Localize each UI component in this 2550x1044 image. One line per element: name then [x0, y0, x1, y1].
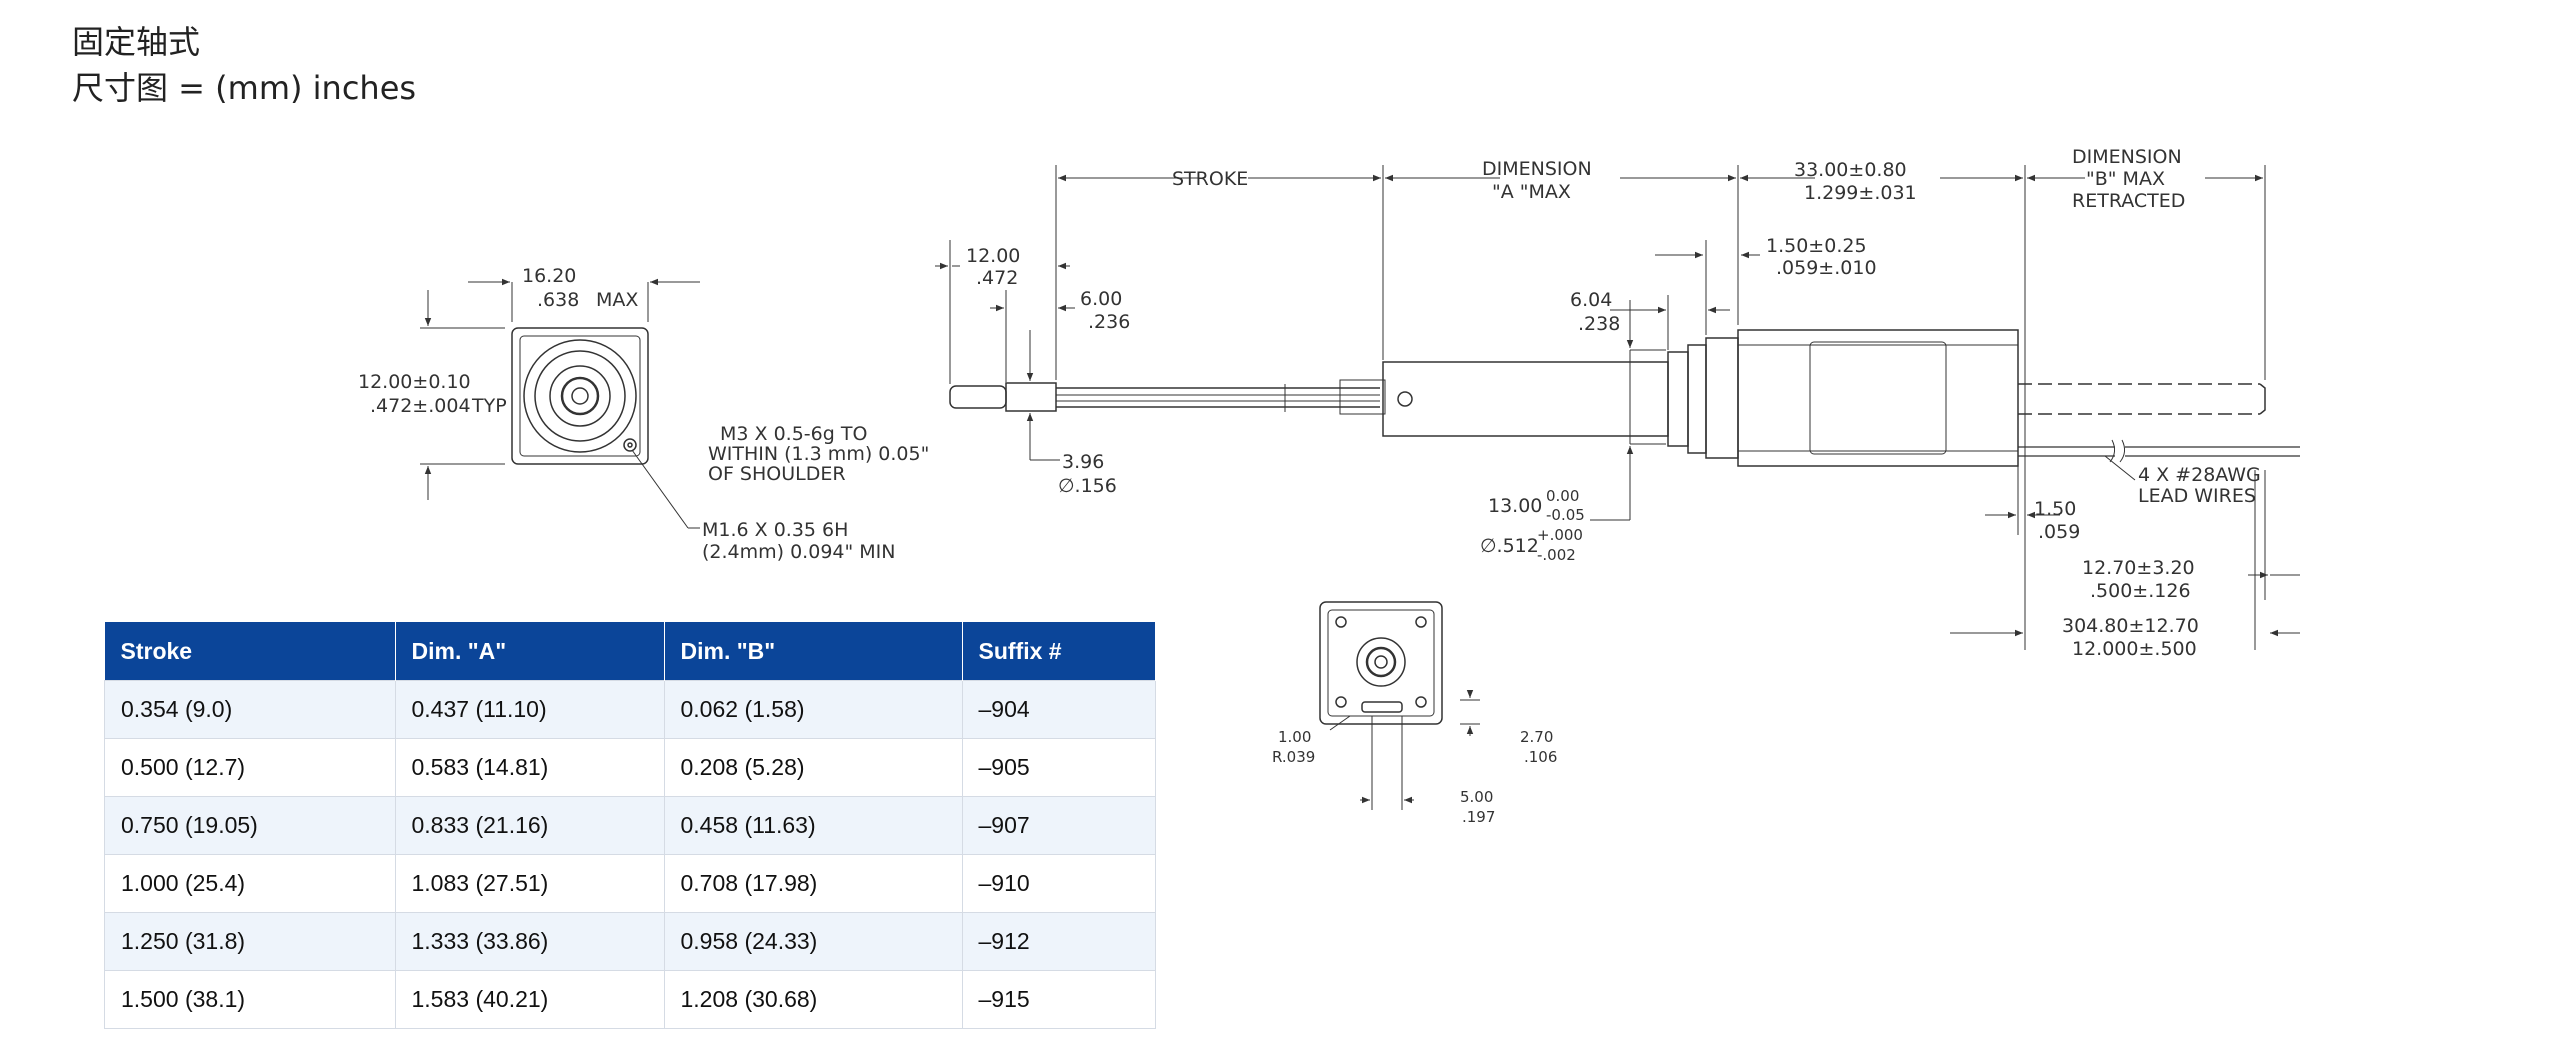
cell-dim-b: 0.708 (17.98)	[663, 854, 963, 913]
stroke-table: Stroke Dim. "A" Dim. "B" Suffix # 0.354 …	[104, 622, 1156, 1029]
cell-dim-a: 0.437 (11.10)	[394, 680, 665, 739]
rear-r-mm: 1.00	[1278, 728, 1311, 746]
dim-13-in-tol-bot: -.002	[1537, 546, 1576, 564]
dim-33-mm: 33.00±0.80	[1794, 159, 1907, 181]
col-suffix: Suffix #	[962, 622, 1156, 681]
cell-stroke: 1.250 (31.8)	[104, 912, 396, 971]
rear-r-in: R.039	[1272, 748, 1315, 766]
table-row: 0.500 (12.7) 0.583 (14.81) 0.208 (5.28) …	[104, 738, 1156, 797]
dim-b-line1: DIMENSION	[2072, 146, 2182, 168]
front-view-labels: 16.20 .638 MAX 12.00±0.10 .472±.004 TYP …	[358, 265, 895, 563]
table-row: 0.354 (9.0) 0.437 (11.10) 0.062 (1.58) –…	[104, 680, 1156, 739]
cell-stroke: 1.500 (38.1)	[104, 970, 396, 1029]
front-height-mm: 12.00±0.10	[358, 371, 471, 393]
dim-1270-in: .500±.126	[2090, 580, 2191, 602]
dim-33-in: 1.299±.031	[1804, 182, 1917, 204]
col-stroke: Stroke	[104, 622, 396, 681]
front-view	[420, 278, 700, 529]
dim-396-mm: 3.96	[1062, 451, 1104, 473]
thread-note-3: OF SHOULDER	[708, 463, 846, 485]
cell-suffix: –907	[961, 796, 1156, 855]
col-dim-a: Dim. "A"	[395, 622, 665, 681]
cell-dim-a: 1.333 (33.86)	[394, 912, 665, 971]
side-view	[949, 329, 2300, 467]
dim-13-in-tol-top: +.000	[1537, 526, 1583, 544]
table-row: 1.000 (25.4) 1.083 (27.51) 0.708 (17.98)…	[104, 854, 1156, 913]
screw-note-1: M1.6 X 0.35 6H	[702, 519, 848, 541]
dim-13-mm: 13.00	[1488, 495, 1542, 517]
dim-6-mm: 6.00	[1080, 288, 1122, 310]
table-row: 1.500 (38.1) 1.583 (40.21) 1.208 (30.68)…	[104, 970, 1156, 1029]
cell-dim-b: 0.958 (24.33)	[663, 912, 963, 971]
cell-suffix: –912	[961, 912, 1156, 971]
dim-a-line2: "A "MAX	[1492, 181, 1571, 203]
title-type: 固定轴式	[72, 23, 201, 61]
cell-stroke: 0.354 (9.0)	[104, 680, 396, 739]
dim-6-in: .236	[1088, 311, 1130, 333]
cell-dim-a: 0.833 (21.16)	[394, 796, 665, 855]
dim-604-in: .238	[1578, 313, 1620, 335]
dim-13-tol-top: 0.00	[1546, 487, 1579, 505]
dim-150b-in: .059	[2038, 521, 2080, 543]
screw-note-2: (2.4mm) 0.094" MIN	[702, 541, 895, 563]
col-dim-b: Dim. "B"	[664, 622, 963, 681]
dim-604-mm: 6.04	[1570, 289, 1612, 311]
dim-1270-mm: 12.70±3.20	[2082, 557, 2195, 579]
rear-500-in: .197	[1462, 808, 1495, 826]
front-width-mm: 16.20	[522, 265, 576, 287]
dim-a-line1: DIMENSION	[1482, 158, 1592, 180]
table-header-row: Stroke Dim. "A" Dim. "B" Suffix #	[104, 622, 1156, 681]
table-row: 0.750 (19.05) 0.833 (21.16) 0.458 (11.63…	[104, 796, 1156, 855]
dim-b-line2: "B" MAX	[2086, 168, 2165, 190]
rear-view	[1319, 601, 1480, 810]
thread-note-2: WITHIN (1.3 mm) 0.05"	[708, 443, 929, 465]
cell-dim-b: 0.458 (11.63)	[663, 796, 963, 855]
dim-396-in: ∅.156	[1058, 475, 1117, 497]
cell-stroke: 1.000 (25.4)	[104, 854, 396, 913]
thread-note-1: M3 X 0.5-6g TO	[720, 423, 867, 445]
title-dimensions: 尺寸图 = (mm) inches	[72, 69, 417, 107]
dim-b-line3: RETRACTED	[2072, 190, 2185, 212]
cell-dim-b: 1.208 (30.68)	[663, 970, 963, 1029]
cell-dim-a: 0.583 (14.81)	[394, 738, 665, 797]
rear-270-mm: 2.70	[1520, 728, 1553, 746]
cell-dim-b: 0.062 (1.58)	[663, 680, 963, 739]
dim-30480-mm: 304.80±12.70	[2062, 615, 2199, 637]
dim-13-tol-bot: -0.05	[1546, 506, 1585, 524]
cell-dim-b: 0.208 (5.28)	[663, 738, 963, 797]
dim-12-mm: 12.00	[966, 245, 1020, 267]
cell-suffix: –910	[961, 854, 1156, 913]
cell-suffix: –915	[961, 970, 1156, 1029]
table-row: 1.250 (31.8) 1.333 (33.86) 0.958 (24.33)…	[104, 912, 1156, 971]
cell-suffix: –905	[961, 738, 1156, 797]
cell-stroke: 0.500 (12.7)	[104, 738, 396, 797]
front-width-note: MAX	[596, 289, 638, 311]
stroke-label: STROKE	[1172, 168, 1248, 190]
rear-view-labels: 1.00 R.039 2.70 .106 5.00 .197	[1272, 728, 1557, 826]
dim-12-in: .472	[976, 267, 1018, 289]
front-height-note: TYP	[471, 395, 507, 417]
wires-1: 4 X #28AWG	[2138, 464, 2261, 486]
cell-dim-a: 1.083 (27.51)	[394, 854, 665, 913]
rear-500-mm: 5.00	[1460, 788, 1493, 806]
dim-150-mm: 1.50±0.25	[1766, 235, 1867, 257]
cell-stroke: 0.750 (19.05)	[104, 796, 396, 855]
side-view-labels: STROKE DIMENSION "A "MAX 33.00±0.80 1.29…	[708, 146, 2261, 660]
dim-30480-in: 12.000±.500	[2072, 638, 2197, 660]
wires-2: LEAD WIRES	[2138, 485, 2256, 507]
front-height-in: .472±.004	[370, 395, 471, 417]
rear-270-in: .106	[1524, 748, 1557, 766]
cell-suffix: –904	[961, 680, 1156, 739]
dim-13-in: ∅.512	[1480, 535, 1539, 557]
front-width-in: .638	[537, 289, 579, 311]
dim-150-in: .059±.010	[1776, 257, 1877, 279]
dim-150b-mm: 1.50	[2034, 498, 2076, 520]
side-view-dimensions	[935, 165, 2300, 650]
cell-dim-a: 1.583 (40.21)	[394, 970, 665, 1029]
